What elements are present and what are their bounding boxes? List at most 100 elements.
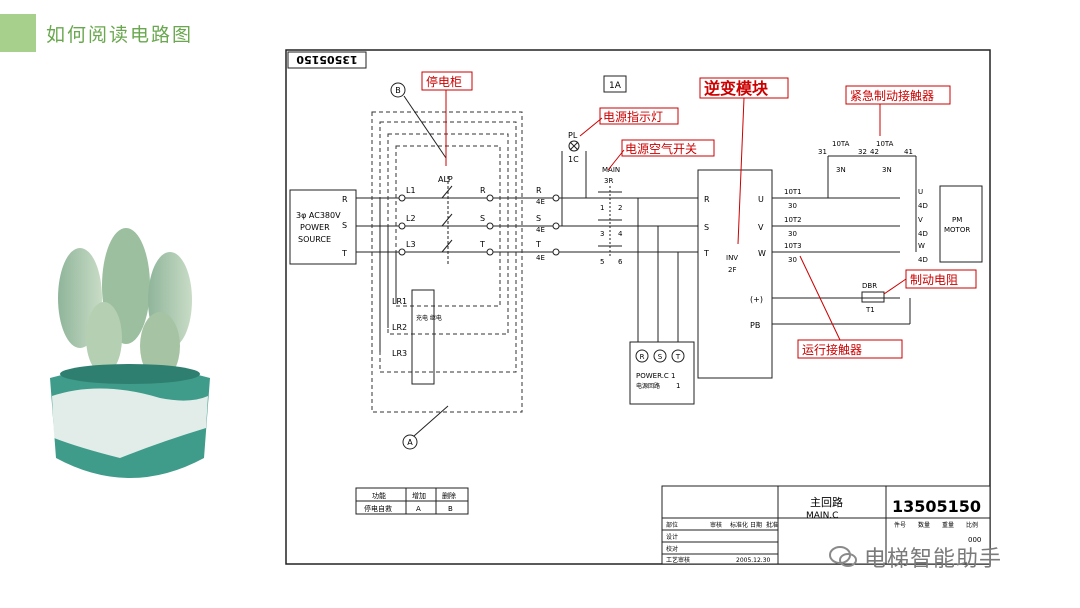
brake-node-31: 31	[818, 148, 827, 156]
source-line3: SOURCE	[298, 235, 331, 244]
anno-run-contactor: 运行接触器	[802, 342, 862, 357]
cactus-small-right	[140, 312, 180, 380]
tb-col4: 批准	[766, 521, 778, 529]
motor-u: U	[918, 188, 923, 196]
legend-b: B	[448, 505, 453, 513]
lr-wiring	[379, 198, 435, 385]
code30-1: 30	[788, 202, 797, 210]
tb-col3: 日期	[750, 521, 762, 529]
tb-name-en: MAIN.C	[806, 511, 838, 521]
pot-rim	[60, 364, 200, 384]
main-c4: 4	[618, 230, 623, 238]
powerc-line1: POWER.C 1	[636, 372, 675, 380]
c10t3: 10T3	[784, 242, 802, 250]
annotation-boxes	[421, 71, 977, 359]
main-c2: 2	[618, 204, 622, 212]
inv-in-r: R	[704, 195, 710, 204]
powerc-line2: 电源回路	[636, 382, 660, 390]
slide-title: 如何阅读电路图	[46, 24, 194, 46]
drawing-border	[285, 49, 991, 565]
source-phase-r: R	[342, 195, 348, 204]
anno-power-indicator: 电源指示灯	[603, 109, 663, 124]
motor-w: W	[918, 242, 925, 250]
legend-h3: 删除	[442, 491, 456, 500]
main-c1: 1	[600, 204, 604, 212]
dbr-label: DBR	[862, 282, 877, 290]
tb-row1: 部位	[666, 521, 678, 529]
title-block	[661, 485, 991, 565]
code4d-2: 4D	[918, 230, 928, 238]
powerc-t: T	[675, 353, 681, 361]
pot-snow-glaze	[52, 388, 208, 458]
watermark: 电梯智能助手	[828, 540, 1002, 574]
plus-terminal: (+)	[750, 295, 763, 304]
tb-row2: 设计	[666, 533, 678, 541]
tb-row4: 工艺审核	[666, 556, 690, 564]
sheet-tag: 1A	[609, 81, 622, 91]
annotation-leaders	[445, 90, 907, 341]
brake-10ta-1: 10TA	[832, 140, 850, 148]
motor-v: V	[918, 216, 923, 224]
cabinet-terminals	[398, 194, 560, 256]
brake-3n-1: 3N	[836, 166, 846, 174]
powerc-num: 1	[676, 382, 680, 390]
inv-out-w: W	[758, 249, 766, 258]
main-c6: 6	[618, 258, 623, 266]
t4e-1: 4E	[536, 198, 545, 206]
legend-r1: 停电自救	[364, 504, 392, 513]
code4d-3: 4D	[918, 256, 928, 264]
brake-10ta-2: 10TA	[876, 140, 894, 148]
sheet-tag-box	[603, 75, 627, 93]
powerc-r: R	[640, 353, 645, 361]
annotation-texts: 停电柜 电源指示灯 电源空气开关 逆变模块 紧急制动接触器 制动电阻 运行接触器	[426, 74, 958, 357]
code4d-1: 4D	[918, 202, 928, 210]
main-c5: 5	[600, 258, 604, 266]
powerc-s: S	[658, 353, 663, 361]
tb-rh1: 件号	[894, 521, 906, 529]
drawing-number-box	[287, 51, 367, 69]
tb-sheet: 000	[968, 536, 981, 544]
main-switch	[598, 186, 622, 256]
source-line1: 3φ AC380V	[296, 211, 341, 220]
anno-inverter: 逆变模块	[704, 79, 769, 98]
bubble-top-leader	[403, 95, 447, 159]
pm-motor-box	[939, 185, 983, 263]
lr2: LR2	[392, 323, 407, 332]
anno-cabinet: 停电柜	[426, 74, 462, 89]
t4e-3: 4E	[536, 254, 545, 262]
tb-col2: 标准化	[730, 521, 748, 529]
cab-t: T	[479, 240, 485, 249]
c10t1: 10T1	[784, 188, 802, 196]
tb-rh3: 重量	[942, 521, 954, 529]
main-label: MAIN	[602, 166, 620, 174]
inv-label: INV	[726, 254, 738, 262]
inv-code: 2F	[728, 266, 736, 274]
cabinet-dashed-frames	[371, 111, 523, 413]
anno-brake-contactor: 紧急制动接触器	[850, 88, 934, 103]
pl-label: PL	[568, 131, 578, 140]
wechat-icon	[829, 546, 857, 567]
bubble-bottom	[402, 434, 418, 450]
cactus-small	[86, 302, 122, 374]
cactus-illustration	[50, 228, 210, 478]
tb-col1: 审核	[710, 521, 722, 529]
t4e-t: T	[535, 240, 541, 249]
alp-switch	[441, 176, 453, 266]
code30-3: 30	[788, 256, 797, 264]
c10t2: 10T2	[784, 216, 802, 224]
circuit-diagram: 13505150 1A 3φ AC380V POWER SOURCE R S T…	[285, 49, 991, 565]
anno-brake-resistor: 制动电阻	[910, 273, 958, 287]
tb-row3: 校对	[666, 545, 678, 553]
main-c3: 3	[600, 230, 604, 238]
brake-node-41: 41	[904, 148, 913, 156]
brake-node-42: 42	[870, 148, 879, 156]
title-accent-block	[0, 14, 36, 52]
slide-title-bar: 如何阅读电路图	[0, 14, 228, 52]
legend-a: A	[416, 505, 421, 513]
line-l2: L2	[406, 214, 416, 223]
line-l1: L1	[406, 186, 416, 195]
drawing-number-top: 13505150	[296, 53, 358, 66]
inv-out-u: U	[758, 195, 764, 204]
tb-name-cn: 主回路	[810, 496, 843, 509]
main-code: 3R	[604, 177, 613, 185]
